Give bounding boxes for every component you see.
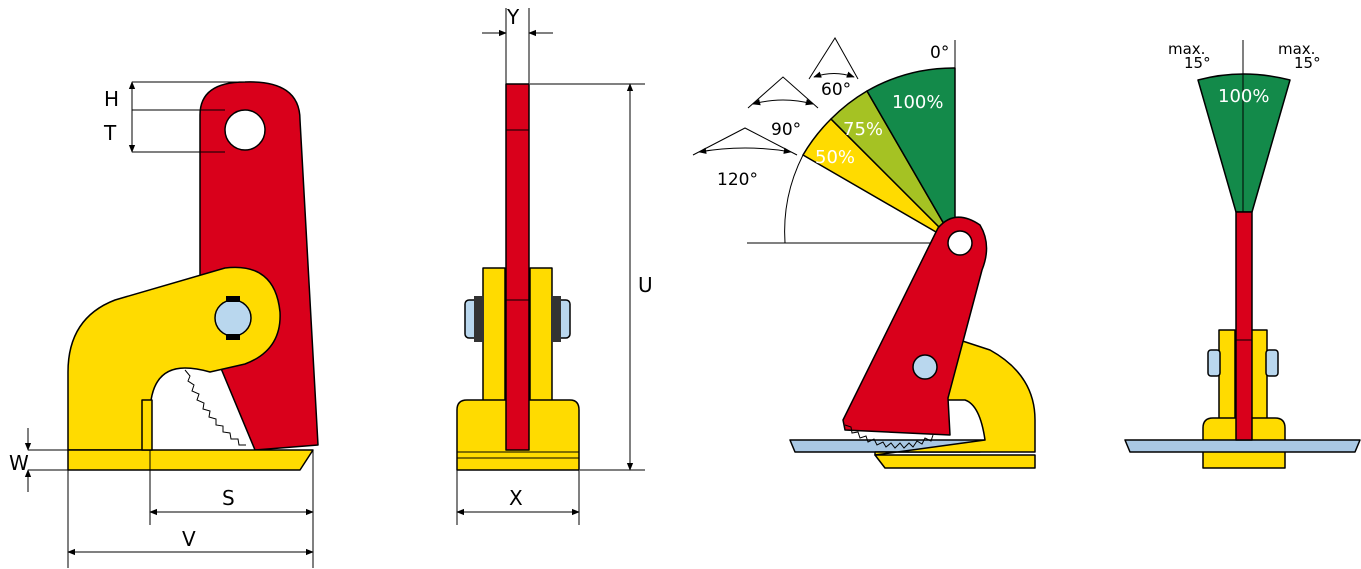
sector-75-label: 75% (843, 119, 883, 140)
red-lever-front (505, 83, 530, 451)
tilt-fan-100-percent (1197, 73, 1291, 213)
dim-w-label: W (9, 451, 29, 475)
lever-teeth (184, 369, 246, 446)
sector-50-label: 50% (815, 147, 855, 168)
dim-s-label: S (222, 486, 235, 510)
plate-flat (1124, 439, 1361, 453)
angle-0-label: 0° (930, 43, 949, 63)
front-view: Y U X (456, 5, 653, 525)
dim-h-label: H (104, 87, 119, 111)
dim-t-label: T (103, 121, 117, 145)
red-lever-upright (1235, 211, 1253, 441)
angle-120-label: 120° (717, 170, 758, 190)
lever-eye-hole (224, 109, 266, 151)
right-side-plate (529, 267, 553, 411)
lower-jaw (67, 449, 314, 471)
dim-v-label: V (182, 527, 196, 551)
dim-y-label: Y (506, 5, 520, 29)
dim-x-label: X (509, 486, 523, 510)
tilt-right-angle: 15° (1294, 54, 1321, 72)
tilt-percent-label: 100% (1218, 86, 1269, 107)
tilt-left-angle: 15° (1184, 54, 1211, 72)
sector-100-percent (866, 67, 956, 244)
dim-u-label: U (638, 273, 653, 297)
tilt-right-max: max. (1278, 40, 1315, 58)
red-lever-tilted (842, 216, 988, 436)
load-angle-view: 0° 60° 90° 120° 100% 75% 50% (692, 37, 1036, 469)
side-view: H T W S V (9, 81, 319, 568)
tilt-left-max: max. (1168, 40, 1205, 58)
left-side-plate (482, 267, 506, 411)
sector-100-label: 100% (892, 92, 943, 113)
pivot-pin (214, 299, 252, 337)
tilt-limits-view: 100% max. 15° max. 15° (1124, 40, 1361, 469)
angle-90-label: 90° (771, 120, 801, 140)
angle-60-label: 60° (821, 80, 851, 100)
